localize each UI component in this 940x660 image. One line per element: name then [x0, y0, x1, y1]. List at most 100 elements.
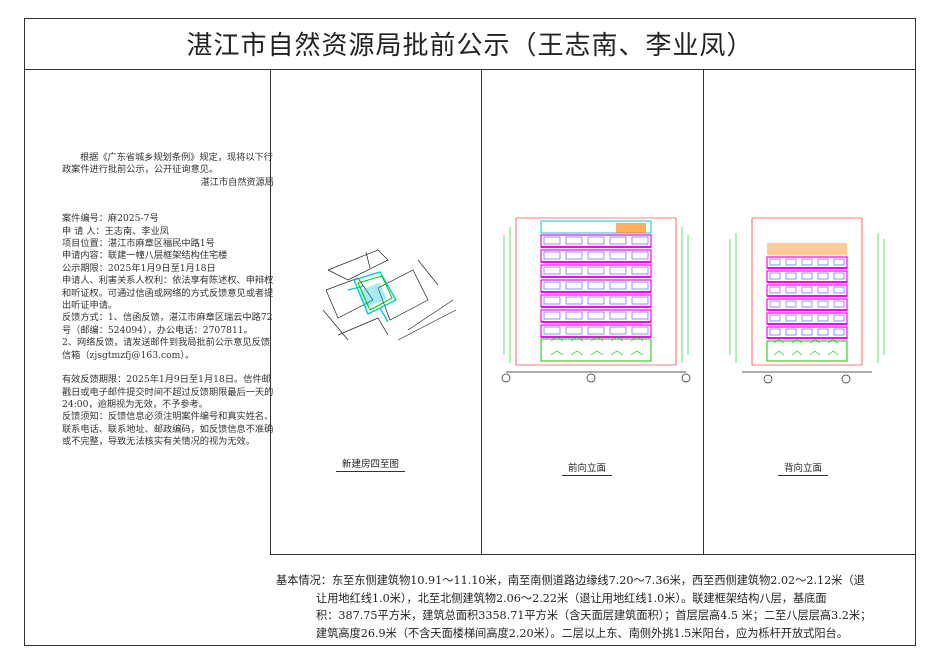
- notice-intro: 根据《广东省城乡规划条例》规定，现将以下行政案件进行批前公示，公开征询意见。: [62, 152, 273, 176]
- window: [785, 314, 797, 322]
- page-title: 湛江市自然资源局批前公示（王志南、李业凤）: [24, 18, 916, 70]
- notice-instructions: 反馈须知：反馈信息必须注明案件编号和真实姓名、联系电话、联系地址、邮政编码，如反…: [62, 411, 274, 448]
- window: [769, 286, 781, 294]
- floor-slab: [767, 295, 847, 297]
- floor-slab: [767, 267, 847, 269]
- window: [565, 296, 583, 305]
- window: [565, 266, 583, 275]
- window: [609, 296, 627, 305]
- window: [769, 258, 781, 266]
- notice-applicant: 申 请 人：王志南、李业凤: [62, 225, 169, 237]
- basic-info-line1: 东至东侧建筑物10.91～11.10米，南至南侧道路边缘线7.20～7.36米，…: [331, 574, 865, 587]
- site-plan-caption: 新建房四至图: [336, 456, 406, 472]
- notice-period: 公示期限：2025年1月9日至1月18日: [62, 262, 216, 274]
- window: [609, 251, 627, 260]
- window: [801, 258, 813, 266]
- window: [609, 236, 627, 245]
- window: [631, 236, 649, 245]
- window: [817, 272, 829, 280]
- window: [587, 281, 605, 290]
- window: [565, 326, 583, 335]
- window: [543, 296, 561, 305]
- window: [587, 266, 605, 275]
- window: [609, 281, 627, 290]
- floor-slab: [541, 276, 651, 278]
- floor-band: [766, 326, 848, 339]
- window: [565, 251, 583, 260]
- floor-band: [766, 284, 848, 297]
- notice-feedback-1: 反馈方式：1、信函反馈，湛江市麻章区瑞云中路72号（邮编：524094），办公电…: [62, 312, 273, 336]
- window: [587, 326, 605, 335]
- floor-slab: [541, 246, 651, 248]
- window: [817, 314, 829, 322]
- window: [833, 328, 845, 336]
- notice-frame: [24, 18, 916, 646]
- divider-site: [481, 70, 482, 554]
- window: [769, 272, 781, 280]
- window: [817, 300, 829, 308]
- front-elevation-caption: 前向立面: [562, 460, 613, 476]
- window: [587, 251, 605, 260]
- notice-case-no: 案件编号：麻2025-7号: [62, 213, 159, 225]
- window: [817, 286, 829, 294]
- basic-info-line4: 建筑高度26.9米（不含天面楼梯间高度2.20米）。二层以上东、南侧外挑1.5米…: [316, 626, 848, 640]
- window: [543, 236, 561, 245]
- window: [631, 296, 649, 305]
- window: [833, 286, 845, 294]
- window: [543, 311, 561, 320]
- window: [609, 266, 627, 275]
- floor-slab: [541, 261, 651, 263]
- window: [769, 314, 781, 322]
- window: [565, 281, 583, 290]
- window: [801, 272, 813, 280]
- window: [631, 281, 649, 290]
- divider-front: [703, 70, 704, 554]
- window: [587, 311, 605, 320]
- window: [565, 236, 583, 245]
- window: [769, 300, 781, 308]
- divider-notice: [270, 70, 271, 554]
- notice-text: 根据《广东省城乡规划条例》规定，现将以下行政案件进行批前公示，公开征询意见。 湛…: [62, 152, 274, 449]
- window: [543, 266, 561, 275]
- window: [801, 328, 813, 336]
- window: [543, 251, 561, 260]
- window: [801, 300, 813, 308]
- window: [785, 286, 797, 294]
- floor-slab: [767, 323, 847, 325]
- window: [587, 236, 605, 245]
- window: [801, 286, 813, 294]
- window: [817, 328, 829, 336]
- window: [631, 266, 649, 275]
- window: [565, 311, 583, 320]
- window: [769, 328, 781, 336]
- notice-rights: 申请人、利害关系人权利：依法享有陈述权、申辩权和听证权。可通过信函或网络的方式反…: [62, 275, 274, 312]
- floor-band: [766, 256, 848, 269]
- front-elevation-drawing: [501, 217, 691, 383]
- window: [785, 300, 797, 308]
- floor-slab: [767, 281, 847, 283]
- back-elevation-drawing: [729, 217, 885, 384]
- site-plan-drawing: [322, 249, 457, 341]
- floor-slab: [767, 337, 847, 339]
- basic-info: 基本情况：东至东侧建筑物10.91～11.10米，南至南侧道路边缘线7.20～7…: [276, 572, 896, 642]
- floor-slab: [541, 306, 651, 308]
- floor-band: [766, 312, 848, 325]
- floor-slab: [767, 309, 847, 311]
- basic-info-line2: 让用地红线1.0米），北至北侧建筑物2.06～2.22米（退让用地红线1.0米）…: [316, 591, 827, 605]
- window: [801, 314, 813, 322]
- window: [543, 281, 561, 290]
- floor-slab: [541, 321, 651, 323]
- window: [631, 326, 649, 335]
- window: [817, 258, 829, 266]
- floor-slab: [541, 336, 651, 338]
- notice-valid-period: 有效反馈期限：2025年1月9日至1月18日。信件邮戳日或电子邮件提交时间不超过…: [62, 374, 274, 410]
- window: [833, 314, 845, 322]
- back-elevation-caption: 背向立面: [778, 460, 829, 476]
- window: [785, 328, 797, 336]
- window: [833, 300, 845, 308]
- divider-basic: [270, 554, 916, 555]
- window: [833, 258, 845, 266]
- notice-content: 申请内容：联建一幢八层框架结构住宅楼: [62, 250, 228, 262]
- window: [785, 258, 797, 266]
- window: [609, 311, 627, 320]
